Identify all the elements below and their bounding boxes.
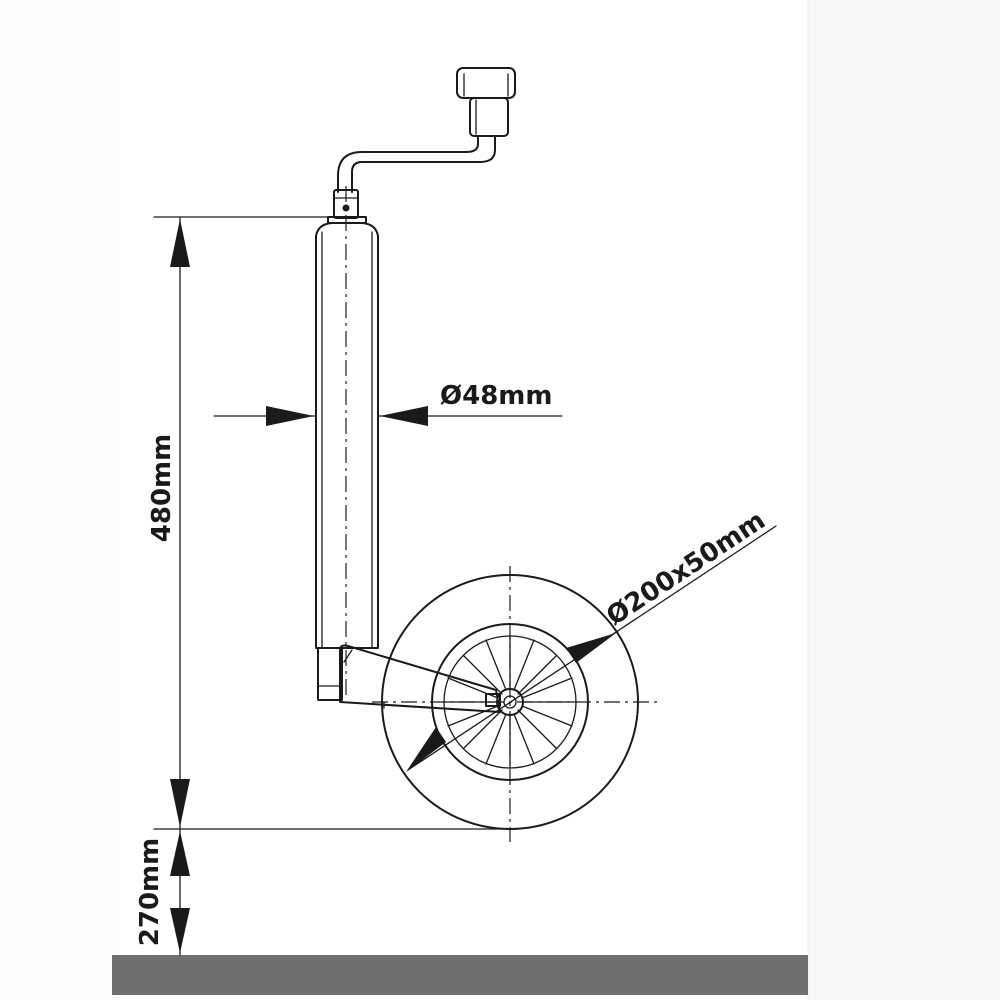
overall-height-label: 480mm (147, 434, 177, 542)
ground-clearance-label: 270mm (135, 838, 165, 946)
wheel-fork (339, 644, 501, 713)
wheel-size-label: Ø200x50mm (601, 506, 771, 632)
right-panel (808, 0, 1000, 1000)
clearance-dimension (170, 828, 190, 956)
tube-diameter-label: Ø48mm (440, 381, 552, 411)
main-tube (315, 216, 379, 701)
wheel-size-dimension (406, 525, 777, 772)
left-panel (0, 0, 120, 1000)
ground-bar (112, 955, 808, 995)
crank-handle (333, 67, 516, 219)
wheel-spokes (443, 635, 577, 769)
tube-diameter-dimension (213, 406, 563, 426)
height-dimension (153, 216, 329, 830)
